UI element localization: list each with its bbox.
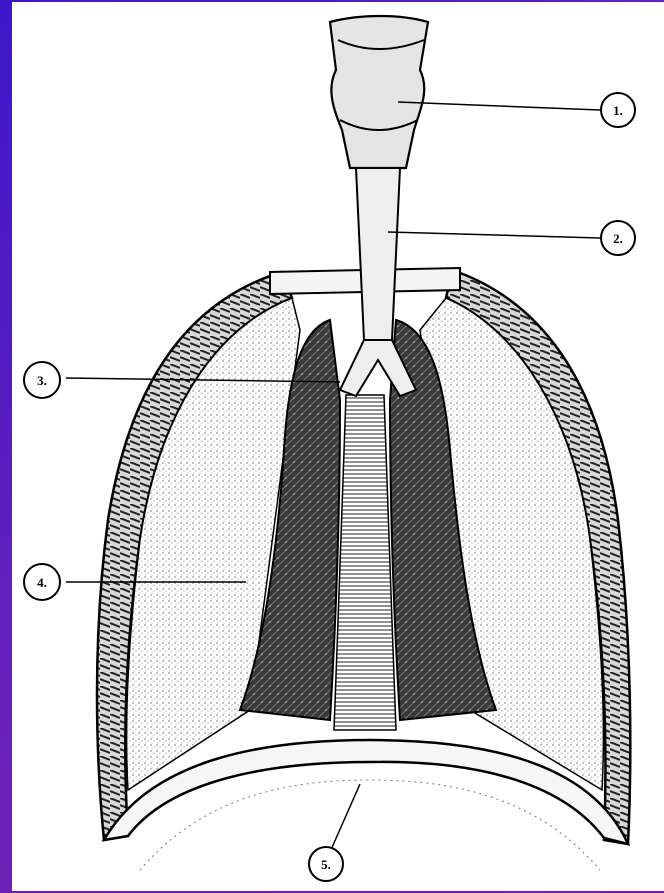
label-3-text: 3. xyxy=(37,373,47,388)
leader-line-5 xyxy=(330,784,360,852)
label-5-text: 5. xyxy=(321,857,331,872)
label-4-text: 4. xyxy=(37,575,47,590)
leader-line-2 xyxy=(388,232,600,238)
mediastinum xyxy=(334,395,396,730)
label-2: 2. xyxy=(601,221,635,255)
label-3: 3. xyxy=(24,362,60,398)
label-4: 4. xyxy=(24,564,60,600)
leader-line-1 xyxy=(398,102,600,110)
label-2-text: 2. xyxy=(613,231,623,246)
label-5: 5. xyxy=(309,847,343,881)
larynx xyxy=(330,16,428,168)
pleural-cavity-left xyxy=(127,298,301,790)
label-1: 1. xyxy=(601,93,635,127)
trachea xyxy=(356,168,400,340)
label-1-text: 1. xyxy=(613,103,623,118)
